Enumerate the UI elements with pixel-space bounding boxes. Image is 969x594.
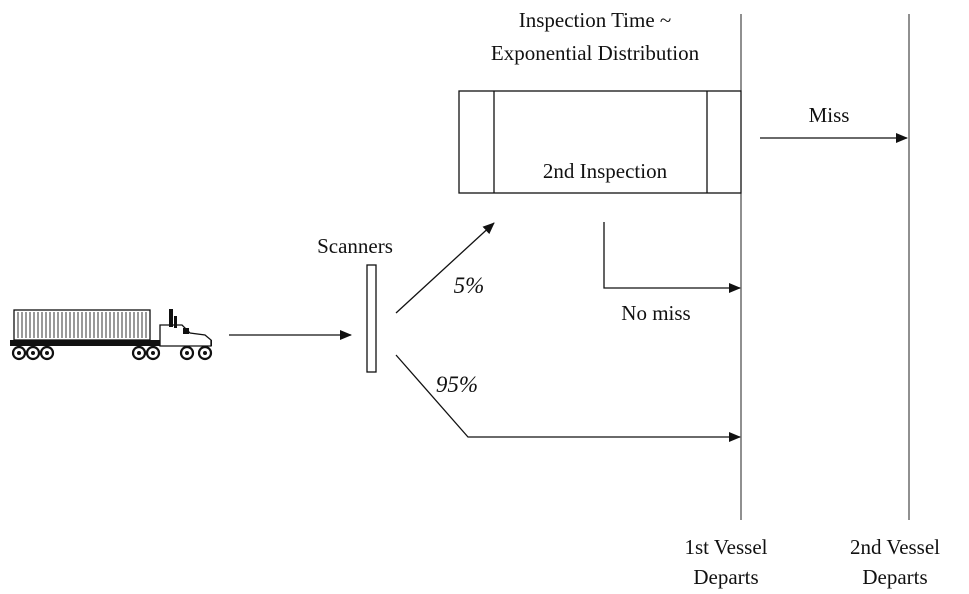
inspect-branch-arrow	[395, 222, 495, 314]
miss-label: Miss	[809, 103, 850, 127]
vessel-1-label-line-2: Departs	[693, 565, 758, 589]
scanners-label: Scanners	[317, 234, 393, 258]
second-inspection-label: 2nd Inspection	[543, 159, 668, 183]
title-line-2: Exponential Distribution	[491, 41, 700, 65]
scanner-icon	[366, 264, 377, 373]
vessel-2-label-line-1: 2nd Vessel	[850, 535, 940, 559]
vessel-2-label-line-2: Departs	[862, 565, 927, 589]
title-line-1: Inspection Time ~	[519, 8, 672, 32]
vessel-1-label-line-1: 1st Vessel	[684, 535, 767, 559]
second-inspection-box	[458, 90, 742, 194]
inspect-percentage: 5%	[454, 273, 485, 298]
no-miss-arrow	[603, 222, 741, 293]
truck-icon	[10, 309, 213, 361]
no-miss-label: No miss	[621, 301, 690, 325]
pass-percentage: 95%	[436, 372, 478, 397]
pass-branch-arrow	[395, 354, 741, 442]
